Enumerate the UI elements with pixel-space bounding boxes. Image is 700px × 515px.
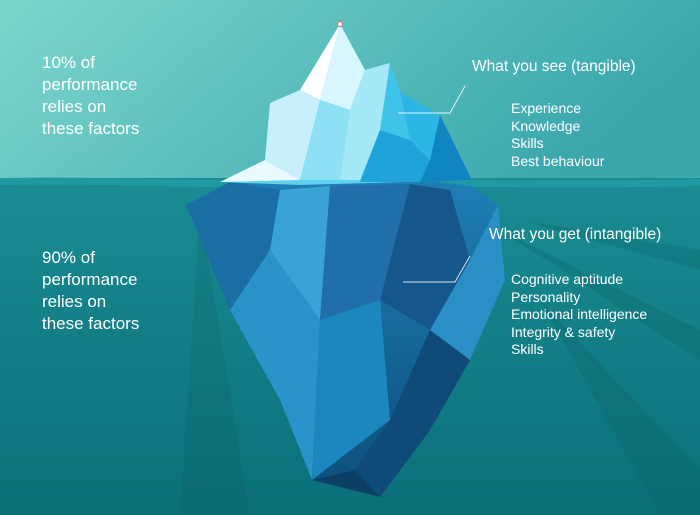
list-item: Emotional intelligence <box>511 306 648 323</box>
list-item: Best behaviour <box>511 152 605 169</box>
peak-marker <box>337 21 343 27</box>
list-item: Personality <box>511 288 581 305</box>
caption-submerged-line3: relies on <box>42 292 107 311</box>
list-item: Experience <box>511 100 582 116</box>
list-item: Skills <box>511 135 544 152</box>
iceberg-visible <box>220 24 472 185</box>
heading-intangible: What you get (intangible) <box>489 226 662 243</box>
caption-visible-line1: 10% of <box>42 53 95 72</box>
heading-tangible: What you see (tangible) <box>472 58 636 75</box>
list-item: Skills <box>511 341 544 358</box>
list-intangible: Cognitive aptitude Personality Emotional… <box>511 271 647 359</box>
caption-visible-line3: relies on <box>42 97 107 116</box>
caption-submerged: 90% of performance relies on these facto… <box>42 247 139 335</box>
list-item: Cognitive aptitude <box>511 271 624 287</box>
iceberg-submerged <box>186 180 505 497</box>
caption-submerged-line4: these factors <box>42 314 140 333</box>
caption-visible-line4: these factors <box>42 119 140 138</box>
pointer-line-intangible <box>403 255 471 283</box>
list-tangible: Experience Knowledge Skills Best behavio… <box>511 100 604 170</box>
caption-visible: 10% of performance relies on these facto… <box>42 52 139 140</box>
list-item: Integrity & safety <box>511 323 616 340</box>
caption-submerged-line1: 90% of <box>42 248 95 267</box>
caption-visible-line2: performance <box>42 75 138 94</box>
pointer-line-tangible <box>398 85 466 114</box>
caption-submerged-line2: performance <box>42 270 138 289</box>
light-rays <box>180 210 700 515</box>
list-item: Knowledge <box>511 117 581 134</box>
